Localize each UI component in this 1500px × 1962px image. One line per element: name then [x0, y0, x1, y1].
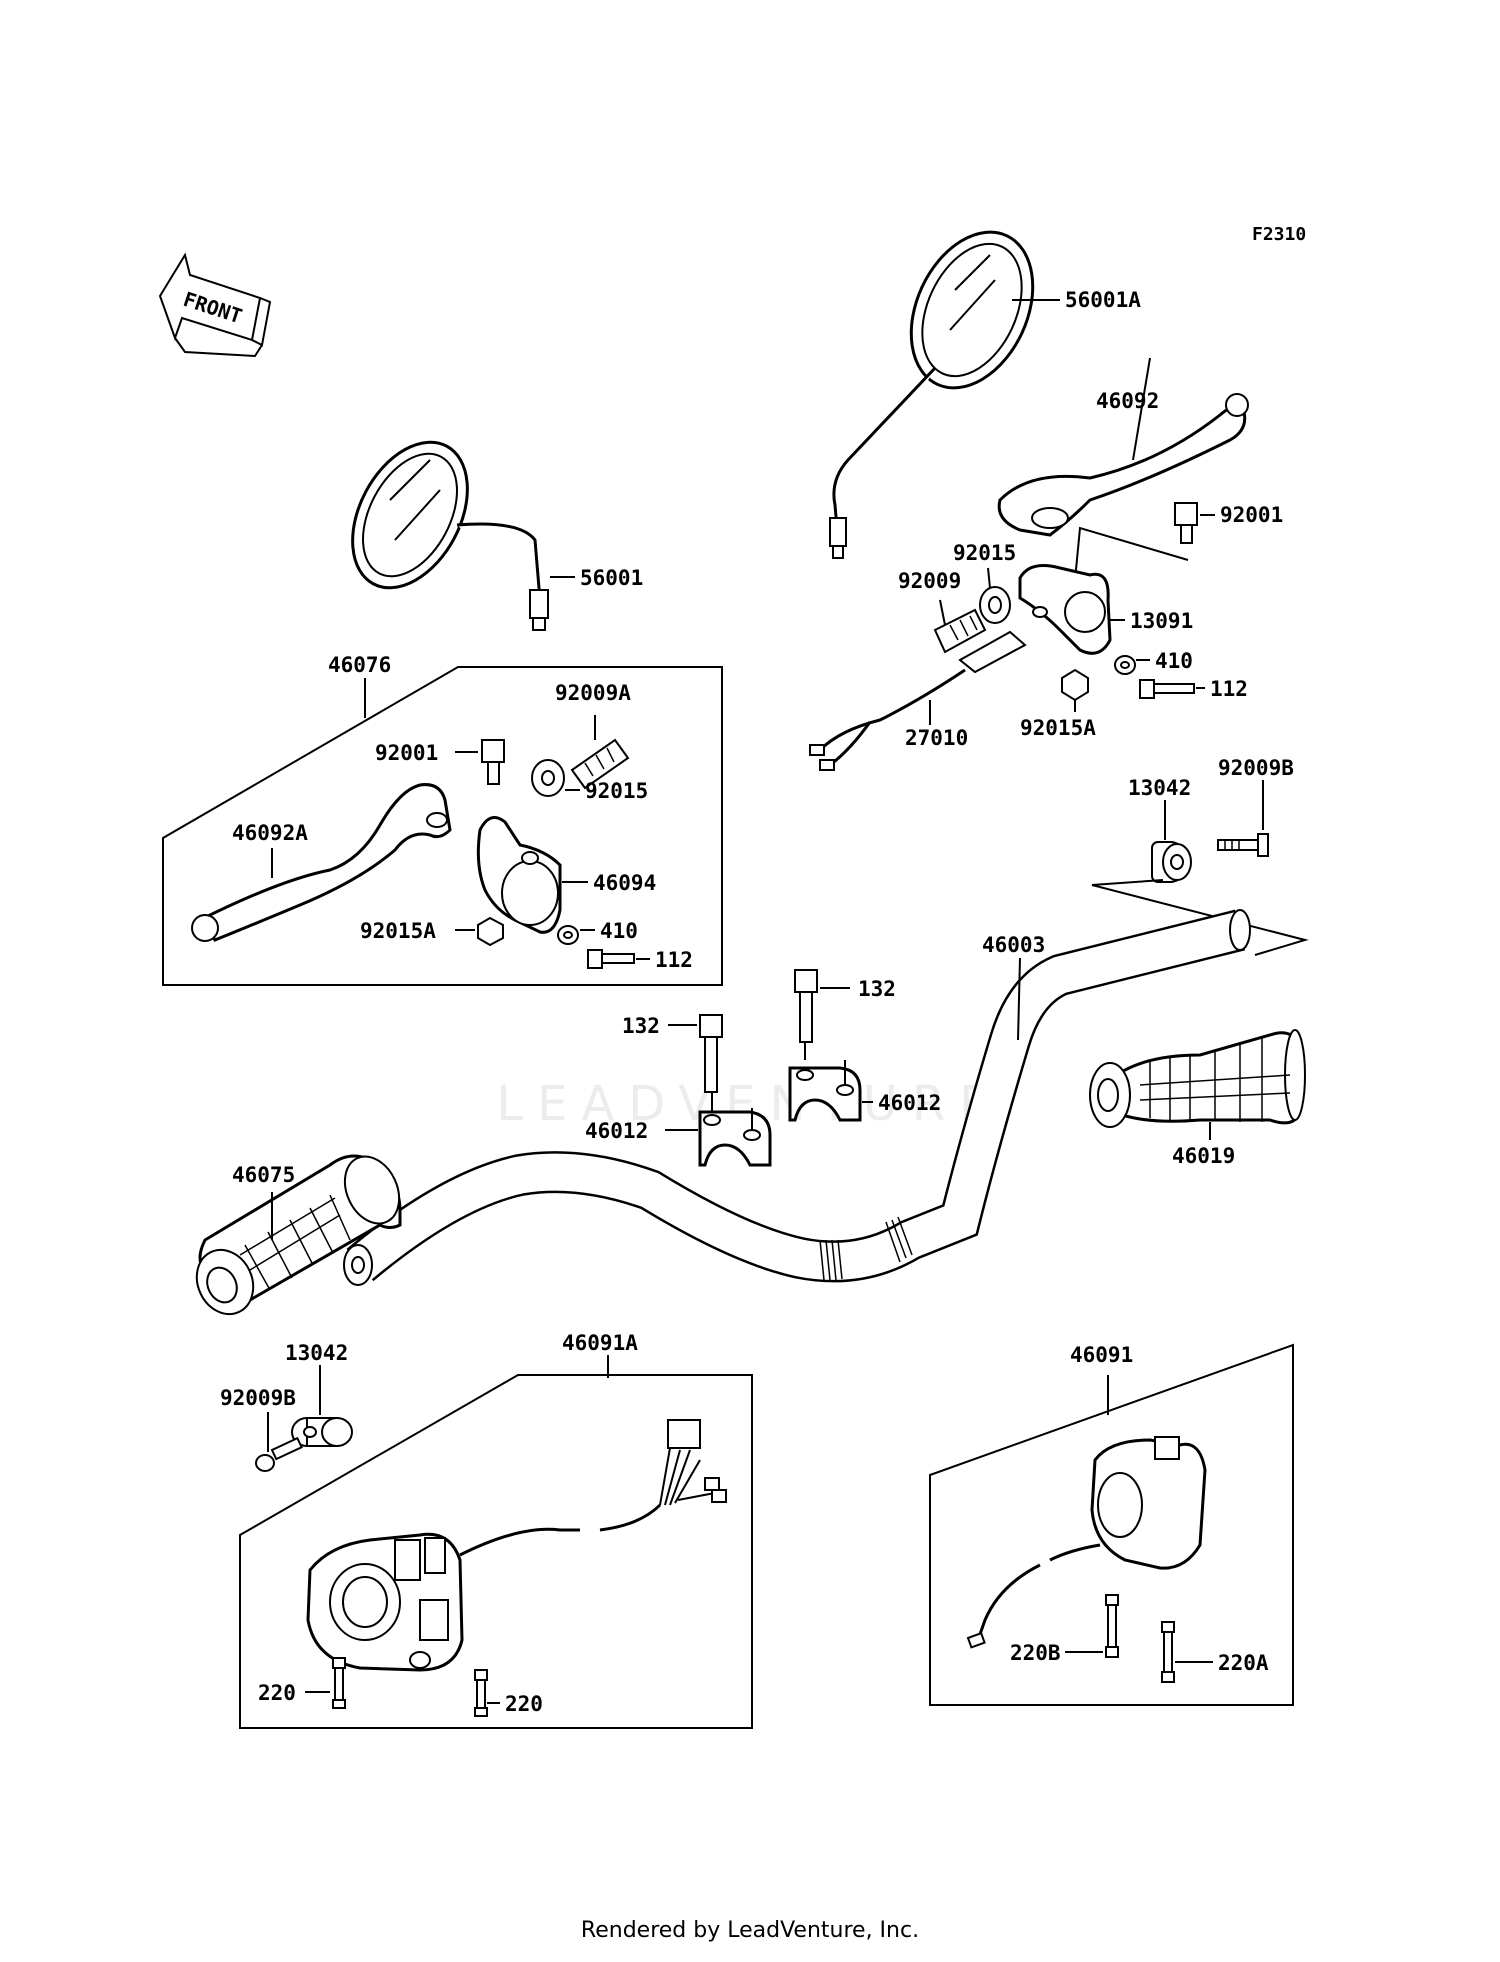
label-92001-left: 92001 [375, 741, 438, 765]
label-92009B-left: 92009B [220, 1386, 296, 1410]
label-46003: 46003 [982, 933, 1045, 957]
label-92009B-right: 92009B [1218, 756, 1294, 780]
label-92015A-right: 92015A [1020, 716, 1096, 740]
label-220A: 220A [1218, 1651, 1269, 1675]
label-132-left: 132 [622, 1014, 660, 1038]
label-112-right: 112 [1210, 677, 1248, 701]
grip-46075 [195, 1154, 402, 1316]
screw-220-b [474, 1669, 488, 1717]
switch-housing-46091 [966, 1436, 1207, 1649]
perch-46094 [476, 816, 562, 934]
label-46094: 46094 [593, 871, 656, 895]
label-92015-left: 92015 [585, 779, 648, 803]
bolt-92001-right [1174, 502, 1198, 544]
switch-27010 [809, 630, 1027, 771]
box-46091 [929, 1343, 1294, 1706]
adjuster-92009A [570, 738, 630, 790]
label-13042-right: 13042 [1128, 776, 1191, 800]
label-46091A: 46091A [562, 1331, 638, 1355]
grip-46019 [1089, 1029, 1306, 1128]
mirror-left [351, 440, 549, 631]
screw-92009B-left [255, 1436, 303, 1472]
label-92009-right: 92009 [898, 569, 961, 593]
lever-46092 [997, 393, 1249, 537]
label-27010: 27010 [905, 726, 968, 750]
label-46012-left: 46012 [585, 1119, 648, 1143]
nut-92015A-left [477, 916, 504, 947]
diagram-code: F2310 [1252, 224, 1306, 245]
label-220B: 220B [1010, 1641, 1061, 1665]
label-46012-right: 46012 [878, 1091, 941, 1115]
label-46092: 46092 [1096, 389, 1159, 413]
screw-220A [1161, 1621, 1175, 1683]
handlebar-46003 [343, 909, 1251, 1286]
label-46091: 46091 [1070, 1343, 1133, 1367]
screw-92009B-right [1217, 833, 1269, 857]
label-220-b: 220 [505, 1692, 543, 1716]
footer-credit: Rendered by LeadVenture, Inc. [580, 1918, 920, 1943]
label-46019: 46019 [1172, 1144, 1235, 1168]
bolt-112-left [587, 949, 635, 969]
label-13091: 13091 [1130, 609, 1193, 633]
label-410-right: 410 [1155, 649, 1193, 673]
label-13042-left: 13042 [285, 1341, 348, 1365]
label-410-left: 410 [600, 919, 638, 943]
perch-13091 [1018, 564, 1112, 655]
switch-housing-46091A [306, 1419, 727, 1672]
label-92015A-left: 92015A [360, 919, 436, 943]
label-132-right: 132 [858, 977, 896, 1001]
bolt-132-right [794, 969, 818, 1043]
adjuster-92009-right [933, 608, 987, 654]
label-46076: 46076 [328, 653, 391, 677]
mirror-right [829, 230, 1035, 559]
label-92009A: 92009A [555, 681, 631, 705]
label-92015-right: 92015 [953, 541, 1016, 565]
screw-220-a [332, 1657, 346, 1709]
box-46076 [162, 666, 723, 986]
clamp-46012-left [698, 1110, 772, 1167]
screw-220B [1105, 1594, 1119, 1658]
nut-92015A-right [1061, 668, 1089, 702]
label-220-a: 220 [258, 1681, 296, 1705]
lever-46092A [191, 783, 452, 942]
label-112-left: 112 [655, 948, 693, 972]
box-46091A [239, 1374, 753, 1729]
bolt-112-right [1139, 679, 1195, 699]
label-56001: 56001 [580, 566, 643, 590]
weight-13042-left [291, 1417, 353, 1447]
bolt-92001-left [481, 739, 505, 785]
label-92001-right: 92001 [1220, 503, 1283, 527]
label-46075: 46075 [232, 1163, 295, 1187]
weight-13042-right [1151, 841, 1192, 883]
label-56001A: 56001A [1065, 288, 1141, 312]
locknut-92015-left [531, 759, 565, 797]
label-46092A: 46092A [232, 821, 308, 845]
front-arrow-icon: FRONT [158, 252, 272, 358]
locknut-92015-right [979, 586, 1011, 624]
